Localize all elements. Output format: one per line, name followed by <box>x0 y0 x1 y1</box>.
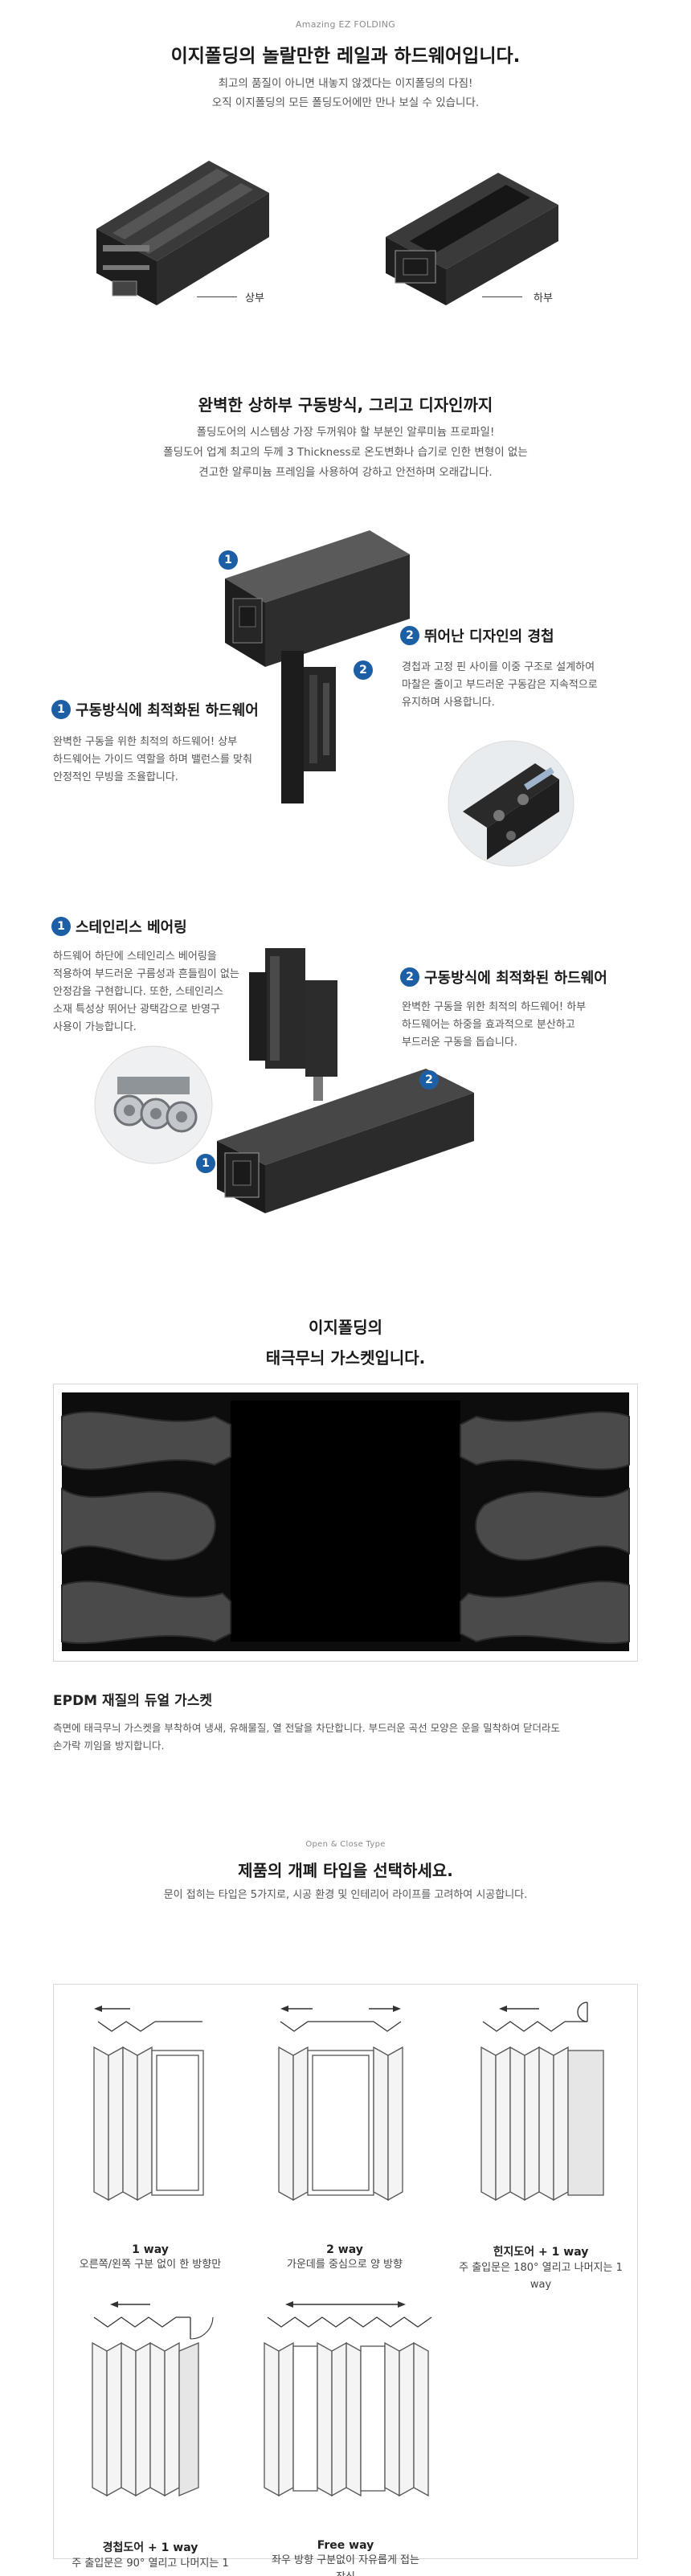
lower-feature-1-line-5: 사용이 가능합니다. <box>53 1021 137 1033</box>
upper-feature-1-line-2: 하드웨어는 가이드 역할을 하며 밸런스를 맞춰 <box>53 754 252 766</box>
lower-badge-2: 2 <box>419 1070 439 1090</box>
lower-feature-1-line-2: 적용하여 부드러운 구름성과 흔들림이 없는 <box>53 968 239 980</box>
lower-feature-1-line-1: 하드웨어 하단에 스테인리스 베어링을 <box>53 951 217 963</box>
upper-hardware-image <box>225 530 410 803</box>
open-type-2way[interactable]: 2 way 가운데를 중심으로 양 방향 <box>256 1999 433 2273</box>
intro-title: 이지폴딩의 놀랄만한 레일과 하드웨어입니다. <box>170 46 521 67</box>
upper-feature-2-line-1: 경첩과 고정 핀 사이를 이중 구조로 설계하여 <box>402 661 595 673</box>
hinge-closeup-image <box>448 740 574 867</box>
intro-line-2: 오직 이지폴딩의 모든 폴딩도어에만 만나 보실 수 있습니다. <box>211 96 480 109</box>
open-type-hinge-1way-label: 힌지도어 + 1 way <box>493 2246 589 2259</box>
drive-line-1: 폴딩도어의 시스템상 가장 두꺼워야 할 부분인 알루미늄 프로파일! <box>196 426 495 439</box>
upper-badge-1: 1 <box>219 550 238 570</box>
upper-feature-1-line-1: 완벽한 구동을 위한 최적의 하드웨어! 상부 <box>53 736 238 748</box>
open-type-hinge-1way[interactable]: 힌지도어 + 1 way 주 출입문은 180° 열리고 나머지는 1 way <box>451 1999 631 2293</box>
open-type-1way[interactable]: 1 way 오른쪽/왼쪽 구분 없이 한 방향만 <box>62 1999 239 2273</box>
open-type-butt-hinge-1way-diagram <box>92 2301 214 2497</box>
open-type-freeway-label: Free way <box>317 2539 374 2552</box>
upper-rail-image <box>96 161 269 305</box>
gasket-photo <box>61 1392 630 1651</box>
lower-badge-1: 1 <box>196 1154 215 1173</box>
open-type-panel: 1 way 오른쪽/왼쪽 구분 없이 한 방향만 <box>53 1984 638 2576</box>
open-type-1way-desc: 오른쪽/왼쪽 구분 없이 한 방향만 <box>79 2259 222 2271</box>
gasket-title-1: 이지폴딩의 <box>309 1318 382 1337</box>
gasket-subtitle: EPDM 재질의 듀얼 가스켓 <box>53 1693 212 1709</box>
upper-feature-2-line-2: 마찰은 줄이고 부드러운 구동감은 지속적으로 <box>402 679 598 691</box>
drive-line-2: 폴딩도어 업계 최고의 두께 3 Thickness로 온도변화나 습기로 인한… <box>163 446 528 459</box>
open-type-butt-hinge-1way-desc-1: 주 출입문은 90° 열리고 나머지는 1 <box>72 2558 229 2570</box>
open-type-butt-hinge-1way-label: 경첩도어 + 1 way <box>102 2541 198 2554</box>
lower-hardware-image <box>217 948 474 1213</box>
open-type-2way-desc: 가운데를 중심으로 양 방향 <box>287 2259 403 2271</box>
open-type-freeway[interactable]: Free way 좌우 방향 구분없이 자유롭게 접는 장식 <box>245 2295 446 2576</box>
drive-title: 완벽한 상하부 구동방식, 그리고 디자인까지 <box>198 395 493 415</box>
open-type-freeway-desc-1: 좌우 방향 구분없이 자유롭게 접는 <box>272 2554 419 2566</box>
open-desc: 문이 접히는 타입은 5가지로, 시공 환경 및 인테리어 라이프를 고려하여 … <box>163 1889 528 1901</box>
open-type-2way-diagram <box>278 2006 403 2202</box>
lower-feature-1-line-4: 소재 특성상 뛰어난 광택감으로 반영구 <box>53 1004 220 1016</box>
open-eyebrow: Open & Close Type <box>305 1840 386 1849</box>
open-type-freeway-diagram <box>264 2301 432 2497</box>
lower-feature-2-line-1: 완벽한 구동을 위한 최적의 하드웨어! 하부 <box>402 1001 587 1013</box>
intro-eyebrow: Amazing EZ FOLDING <box>295 19 396 30</box>
intro-line-1: 최고의 품질이 아니면 내놓지 않겠다는 이지폴딩의 다짐! <box>218 77 473 90</box>
open-type-freeway-desc-2: 장식 <box>245 2569 446 2576</box>
gasket-desc-1: 측면에 태극무늬 가스켓을 부착하여 냉새, 유해물질, 열 전달을 차단합니다… <box>53 1722 561 1734</box>
gasket-title-2: 태극무늬 가스켓입니다. <box>265 1348 426 1368</box>
lower-feature-2-line-3: 부드러운 구동을 돕습니다. <box>402 1037 517 1049</box>
upper-label: 상부 <box>245 292 264 305</box>
open-type-2way-label: 2 way <box>326 2243 363 2256</box>
open-type-1way-diagram <box>93 2006 204 2202</box>
lower-label: 하부 <box>534 292 553 305</box>
lower-feature-2-line-2: 하드웨어는 하중을 효과적으로 분산하고 <box>402 1019 575 1031</box>
lower-rail-image <box>386 173 558 305</box>
gasket-photo-frame <box>53 1384 638 1662</box>
lower-feature-1-line-3: 안정감을 구현합니다. 또한, 스테인리스 <box>53 986 224 998</box>
open-type-butt-hinge-1way-desc-2: way <box>62 2572 239 2576</box>
open-title: 제품의 개폐 타입을 선택하세요. <box>238 1861 453 1880</box>
upper-badge-2: 2 <box>354 660 373 680</box>
open-type-hinge-1way-desc-1: 주 출입문은 180° 열리고 나머지는 1 <box>459 2262 623 2274</box>
open-type-hinge-1way-diagram <box>480 2002 604 2202</box>
open-type-butt-hinge-1way[interactable]: 경첩도어 + 1 way 주 출입문은 90° 열리고 나머지는 1 way <box>62 2295 239 2576</box>
gasket-desc-2: 손가락 끼임을 방지합니다. <box>53 1740 165 1752</box>
upper-feature-2-line-3: 유지하며 사용합니다. <box>402 697 495 709</box>
upper-leader-line <box>197 296 237 297</box>
open-type-1way-label: 1 way <box>132 2243 169 2256</box>
upper-feature-1-line-3: 안정적인 무빙을 조율합니다. <box>53 771 178 783</box>
bearing-closeup-image <box>94 1045 213 1164</box>
drive-line-3: 견고한 알루미늄 프레임을 사용하여 강하고 안전하며 오래갑니다. <box>198 466 493 479</box>
lower-leader-line <box>482 296 522 297</box>
open-type-hinge-1way-desc-2: way <box>529 2279 552 2291</box>
